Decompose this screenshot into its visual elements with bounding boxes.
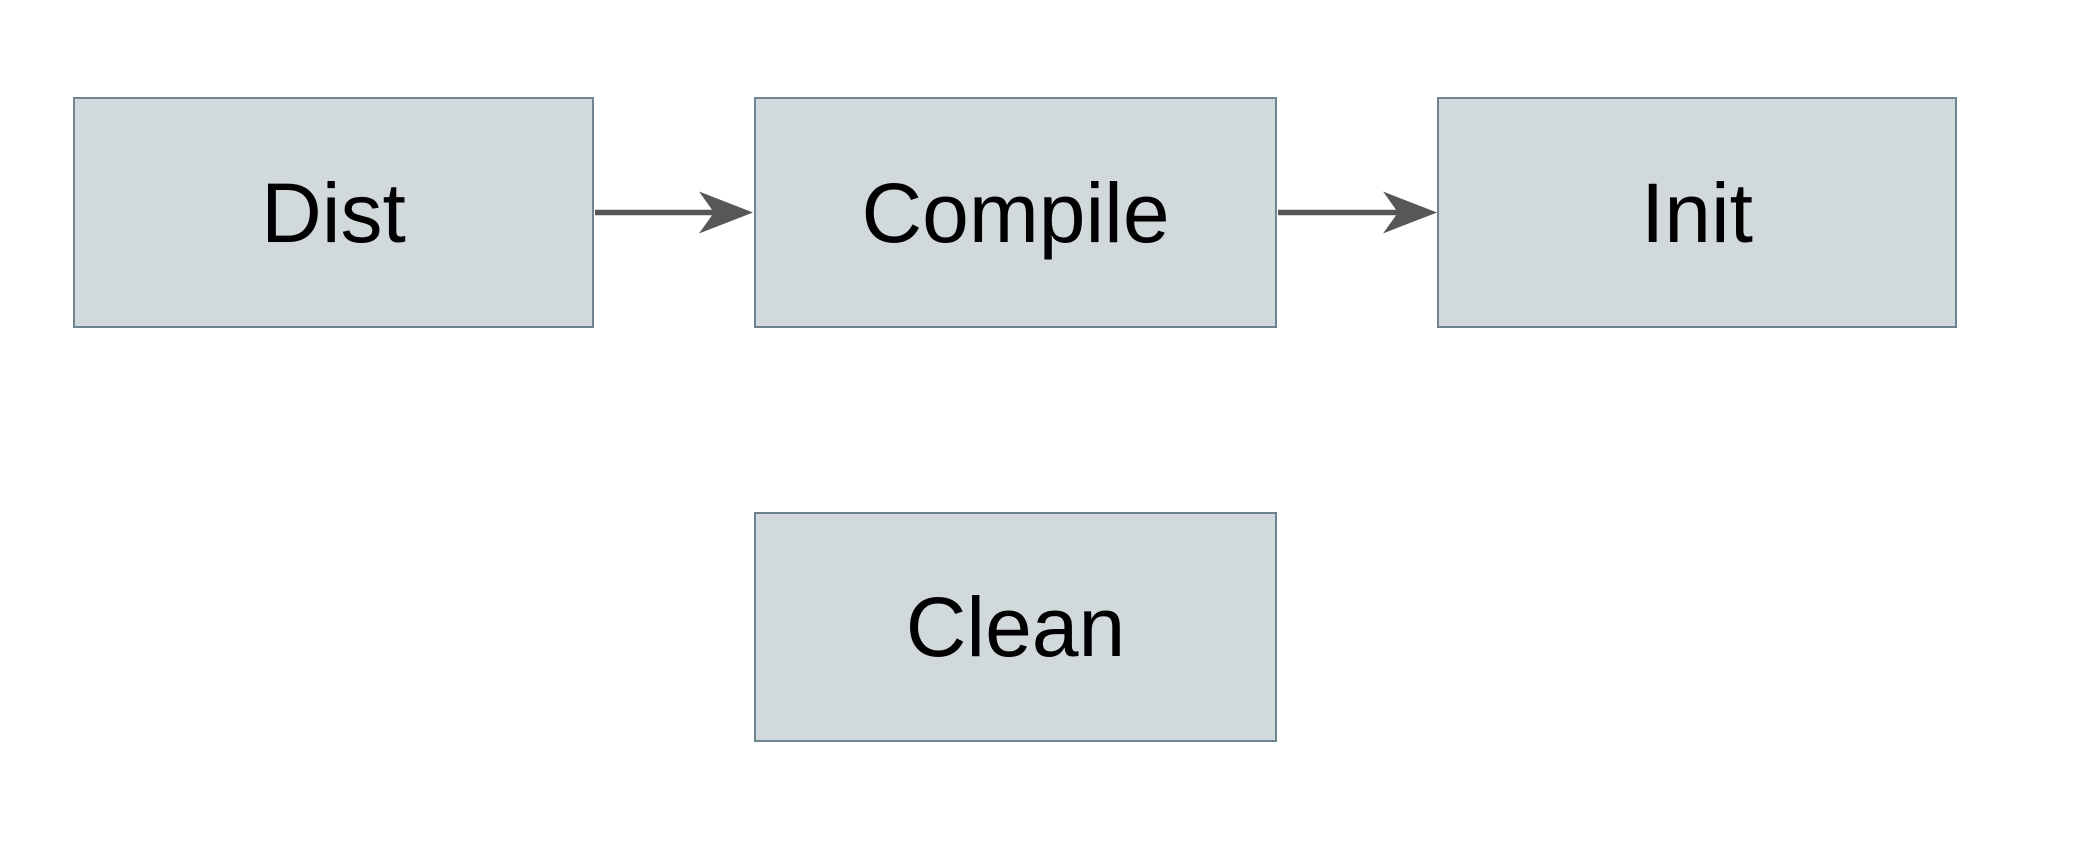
node-clean: Clean [754, 512, 1277, 742]
arrow-compile-to-init-head [1383, 191, 1437, 234]
node-compile: Compile [754, 97, 1277, 328]
node-dist-label: Dist [261, 165, 406, 260]
node-init-label: Init [1640, 165, 1754, 260]
node-compile-label: Compile [861, 165, 1170, 260]
arrow-dist-to-compile-head [699, 191, 753, 234]
arrow-compile-to-init [1278, 191, 1437, 234]
node-clean-label: Clean [905, 580, 1126, 674]
node-init: Init [1437, 97, 1957, 328]
arrow-dist-to-compile [595, 191, 753, 234]
node-dist: Dist [73, 97, 594, 328]
